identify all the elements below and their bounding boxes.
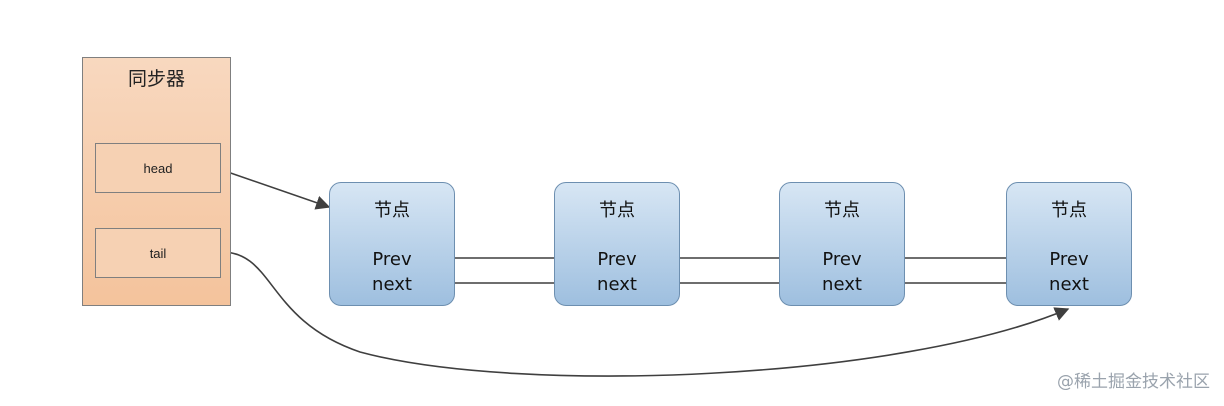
node-prev-label: Prev — [822, 249, 862, 270]
node-title: 节点 — [1051, 200, 1087, 221]
node-2: 节点 Prev next — [554, 182, 680, 306]
node-next-label: next — [372, 274, 412, 295]
tail-pointer-arrow — [218, 251, 1070, 377]
node-prev-label: Prev — [372, 249, 412, 270]
node-title: 节点 — [824, 200, 860, 221]
node-4: 节点 Prev next — [1006, 182, 1132, 306]
head-pointer-arrow — [218, 168, 331, 210]
node-1: 节点 Prev next — [329, 182, 455, 306]
node-3: 节点 Prev next — [779, 182, 905, 306]
node-next-label: next — [1049, 274, 1089, 295]
head-field: head — [95, 143, 221, 193]
node-next-label: next — [597, 274, 637, 295]
node-next-label: next — [822, 274, 862, 295]
watermark-text: @稀土掘金技术社区 — [1057, 372, 1210, 392]
node-title: 节点 — [599, 200, 635, 221]
node-prev-label: Prev — [1049, 249, 1089, 270]
tail-field: tail — [95, 228, 221, 278]
synchronizer-box: 同步器 head tail — [82, 57, 231, 306]
node-title: 节点 — [374, 200, 410, 221]
synchronizer-title: 同步器 — [127, 68, 185, 90]
node-prev-label: Prev — [597, 249, 637, 270]
